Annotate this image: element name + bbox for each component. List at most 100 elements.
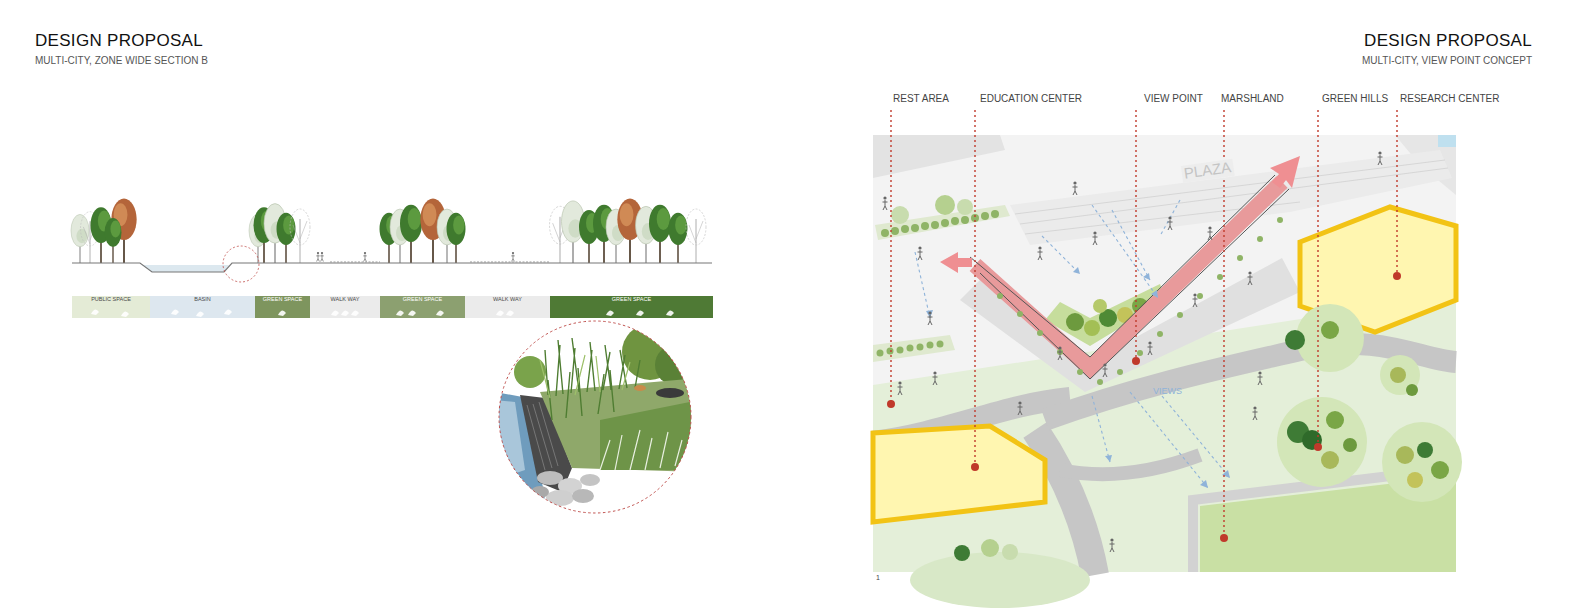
zone-band: PUBLIC SPACE: [72, 296, 150, 318]
section-drawing: [71, 199, 712, 282]
section-drawing: [447, 213, 466, 263]
people: [1058, 346, 1063, 360]
people: [1018, 401, 1023, 415]
section-drawing: [330, 262, 380, 263]
lawn-trees: [1066, 313, 1084, 331]
hedge: [997, 217, 1283, 385]
people: [1258, 371, 1263, 385]
section-drawing: [290, 209, 310, 263]
detail-illustration: [580, 474, 600, 486]
people: [883, 196, 888, 210]
zone-band: WALK WAY: [310, 296, 380, 318]
hedge: [1217, 274, 1223, 280]
detail-circle: [495, 321, 700, 515]
people: [1253, 406, 1258, 420]
section-drawing: [105, 218, 122, 263]
callout-label: GREEN HILLS: [1322, 93, 1388, 104]
page-title: DESIGN PROPOSAL: [35, 32, 203, 51]
leader-dots: [971, 463, 979, 471]
band-icon: [224, 309, 232, 315]
hedge: [981, 212, 989, 220]
people: [933, 371, 938, 385]
band-icon: [396, 310, 404, 316]
people: [1378, 151, 1383, 165]
section-drawing: [649, 205, 671, 263]
people: [928, 311, 933, 325]
band-label: WALK WAY: [331, 297, 360, 303]
lawn-trees: [1093, 299, 1107, 313]
section-drawing: [470, 262, 550, 263]
band-icon: [121, 311, 129, 317]
section-drawing: [320, 252, 324, 262]
detail-illustration: [540, 355, 630, 398]
hedge: [917, 344, 924, 351]
hedge: [897, 347, 904, 354]
page-number: 1: [876, 574, 880, 582]
viewpoint-plan: [940, 252, 972, 273]
view-arrowheads: [1200, 480, 1208, 488]
people: [918, 246, 923, 260]
view-arrows: [1160, 200, 1180, 236]
band-icon: [606, 310, 614, 316]
green-hills: [1277, 304, 1462, 502]
people: [1073, 181, 1078, 195]
hedge: [877, 350, 884, 357]
band-icon: [666, 310, 674, 316]
detail-illustration: [600, 400, 700, 470]
people: [1038, 246, 1043, 260]
green-hills: [1326, 411, 1344, 429]
viewpoint-plan: [1270, 156, 1300, 188]
viewpoint-plan: [981, 539, 999, 557]
view-arrowheads: [1105, 455, 1112, 462]
zone-band: BASIN: [150, 296, 255, 318]
detail-illustration: [495, 324, 700, 515]
detail-illustration: [546, 490, 574, 506]
zone-band: WALK WAY: [465, 296, 550, 318]
zone-band: GREEN SPACE: [380, 296, 465, 318]
green-hills: [1277, 397, 1367, 487]
leader-dots: [887, 400, 895, 408]
viewpoint-plan: [1438, 135, 1456, 147]
hedge: [901, 225, 909, 233]
band-label: PUBLIC SPACE: [91, 297, 131, 303]
hedge: [951, 217, 959, 225]
hedge: [1037, 330, 1043, 336]
green-hills: [1343, 438, 1357, 452]
people: [1168, 216, 1173, 230]
hedge: [1017, 311, 1023, 317]
band-label: GREEN SPACE: [403, 297, 442, 303]
detail-illustration: [655, 345, 695, 385]
band-icon: [196, 311, 204, 317]
hedge: [877, 341, 944, 357]
section-drawing: [669, 213, 688, 263]
hedge: [961, 216, 969, 224]
green-hills: [1321, 451, 1339, 469]
leader-dots: [1393, 272, 1401, 280]
hedge: [1197, 293, 1203, 299]
callout-label: EDUCATION CENTER: [980, 93, 1082, 104]
green-hills: [1407, 472, 1423, 488]
view-arrowheads: [1222, 470, 1230, 478]
leader-lines: [890, 110, 891, 404]
section-drawing: [363, 252, 367, 262]
hedge: [937, 341, 944, 348]
green-hills: [1406, 384, 1418, 396]
view-arrowheads: [926, 267, 1230, 488]
hedge: [1277, 217, 1283, 223]
detail-illustration: [540, 378, 700, 472]
callout-label: MARSHLAND: [1221, 93, 1284, 104]
viewpoint-plan: [1002, 544, 1018, 560]
band-icon: [496, 310, 504, 316]
people: [898, 381, 903, 395]
leader-lines: [974, 110, 975, 467]
viewpoint-plan: [873, 135, 1005, 178]
people: [1103, 363, 1108, 377]
viewpoint-plan: [957, 199, 973, 215]
view-arrows: [915, 252, 930, 318]
green-hills: [1396, 446, 1414, 464]
hedge: [907, 345, 914, 352]
people: [1193, 293, 1198, 307]
view-arrowheads: [1143, 273, 1150, 280]
leader-dots: [1132, 357, 1140, 365]
leader-lines: [1135, 110, 1136, 361]
